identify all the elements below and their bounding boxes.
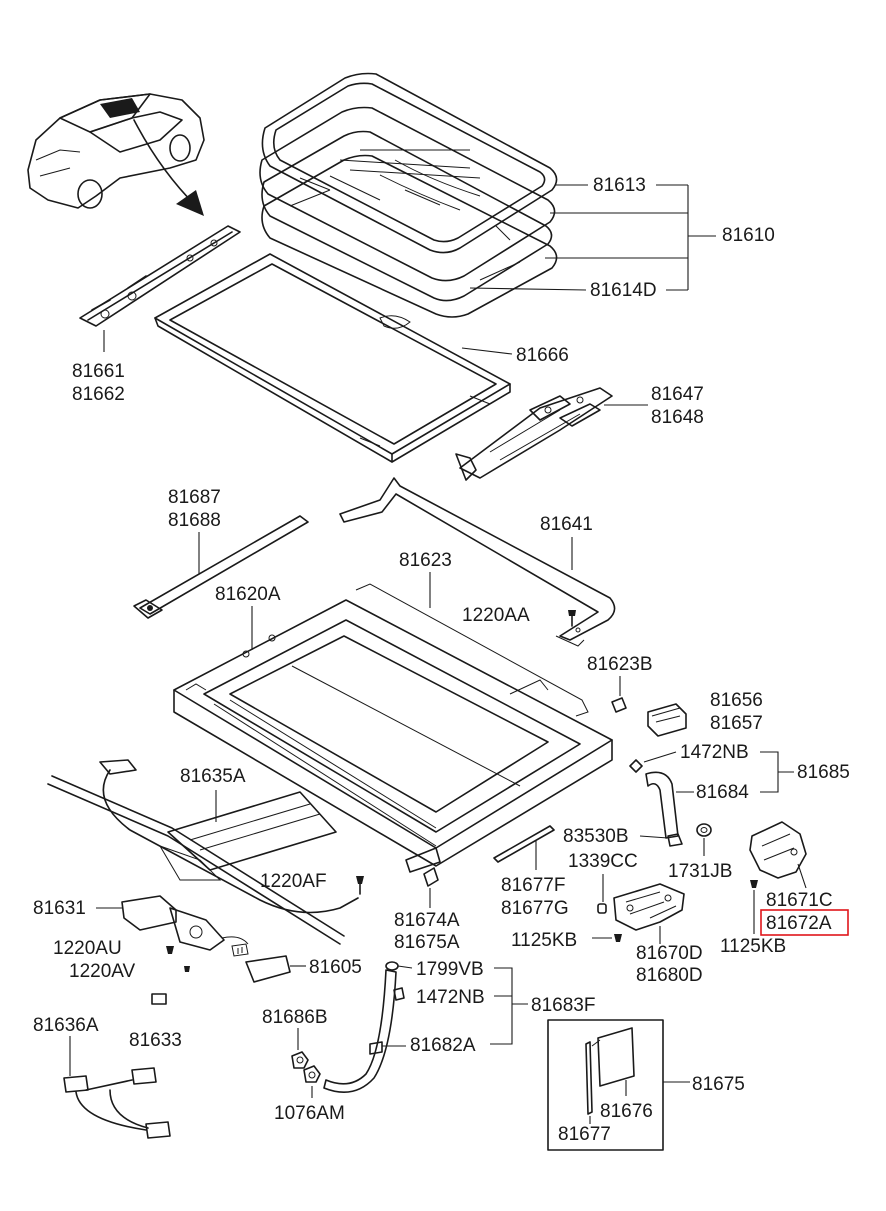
leader-81671C [797, 863, 807, 889]
label-81677F: 81677F [501, 875, 565, 896]
part-1125KB-screw-right [750, 880, 758, 888]
leader-81610-bracket [469, 184, 716, 291]
part-81661-rail [79, 225, 241, 327]
label-1339CC: 1339CC [568, 851, 638, 872]
part-81686B-nut [291, 1051, 309, 1069]
leader-81666 [461, 347, 513, 355]
label-81635A: 81635A [180, 766, 246, 787]
leader-83530B [639, 835, 669, 839]
part-81633-pad [151, 993, 167, 1005]
vehicle-locator-illustration [27, 93, 205, 216]
label-81671C: 81671C [766, 890, 833, 911]
label-81633: 81633 [129, 1030, 182, 1051]
part-81647-guide-mechanism [455, 387, 613, 481]
part-81671C-bracket [749, 821, 807, 879]
part-1076AM-nut [303, 1065, 321, 1083]
label-81672A: 81672A [766, 913, 832, 934]
part-81682A-drain-hose [323, 961, 405, 1094]
part-1731JB-grommet [696, 823, 712, 837]
label-81614D: 81614D [590, 280, 657, 301]
part-81620A-sunroof-frame [173, 583, 613, 873]
label-81613: 81613 [593, 175, 646, 196]
label-81610: 81610 [722, 225, 775, 246]
label-81683F: 81683F [531, 995, 595, 1016]
label-81680D: 81680D [636, 965, 703, 986]
label-1799VB: 1799VB [416, 959, 484, 980]
label-1731JB: 1731JB [668, 861, 732, 882]
part-81677F-strip [493, 825, 555, 863]
part-81636A-wiring-harness [63, 1067, 171, 1139]
label-1125KB-left: 1125KB [511, 930, 577, 951]
part-81631-motor [121, 895, 249, 951]
label-81682A: 81682A [410, 1035, 476, 1056]
part-81605-module [231, 943, 291, 983]
label-1472NB-lower: 1472NB [416, 987, 485, 1008]
label-1220AU: 1220AU [53, 938, 122, 959]
leader-81685-bracket [643, 751, 794, 793]
label-1220AF: 1220AF [260, 871, 327, 892]
label-81647: 81647 [651, 384, 704, 405]
label-81675A: 81675A [394, 932, 460, 953]
label-81623: 81623 [399, 550, 452, 571]
label-81677G: 81677G [501, 898, 569, 919]
label-81641: 81641 [540, 514, 593, 535]
label-81675: 81675 [692, 1074, 745, 1095]
label-81670D: 81670D [636, 943, 703, 964]
label-1220AV: 1220AV [69, 961, 136, 982]
label-81666: 81666 [516, 345, 569, 366]
part-1220AU-bolt [166, 946, 174, 954]
label-81687: 81687 [168, 487, 221, 508]
label-1125KB-right: 1125KB [720, 936, 786, 957]
label-81648: 81648 [651, 407, 704, 428]
label-81662: 81662 [72, 384, 125, 405]
part-81674A-clip [423, 867, 439, 887]
part-1220AF-bolt [356, 876, 364, 895]
part-1339CC-nut [597, 903, 607, 914]
label-81605: 81605 [309, 957, 362, 978]
part-1220AV-bolt [184, 966, 190, 972]
label-81685: 81685 [797, 762, 850, 783]
label-81684: 81684 [696, 782, 749, 803]
part-81610-glass-assembly [259, 72, 558, 318]
label-81674A: 81674A [394, 910, 460, 931]
label-1220AA: 1220AA [462, 605, 530, 626]
label-81631: 81631 [33, 898, 86, 919]
label-81688: 81688 [168, 510, 221, 531]
part-81635A-drive-cable [47, 759, 359, 945]
label-81656: 81656 [710, 690, 763, 711]
part-81670D-bracket [613, 883, 685, 931]
label-81661: 81661 [72, 361, 125, 382]
part-81666-sunshade [154, 253, 511, 463]
leader-81683F-bracket [382, 965, 528, 1047]
label-81623B: 81623B [587, 654, 653, 675]
part-81684-drain-hose [629, 759, 683, 847]
label-81677: 81677 [558, 1124, 611, 1145]
part-81623B-clip [611, 697, 627, 713]
label-81676: 81676 [600, 1101, 653, 1122]
label-81686B: 81686B [262, 1007, 328, 1028]
label-83530B: 83530B [563, 826, 629, 847]
label-1472NB-upper: 1472NB [680, 742, 749, 763]
part-81641-deflector-frame [339, 477, 616, 647]
part-1125KB-screw [614, 934, 622, 942]
label-81657: 81657 [710, 713, 763, 734]
part-1220AA-bolt [568, 610, 576, 627]
label-1076AM: 1076AM [274, 1103, 345, 1124]
highlight-box-81672A [760, 909, 849, 936]
label-81620A: 81620A [215, 584, 281, 605]
inset-box-81675 [547, 1019, 664, 1151]
label-81636A: 81636A [33, 1015, 99, 1036]
part-81687-cable [133, 515, 309, 619]
part-81656-switch [647, 703, 687, 737]
